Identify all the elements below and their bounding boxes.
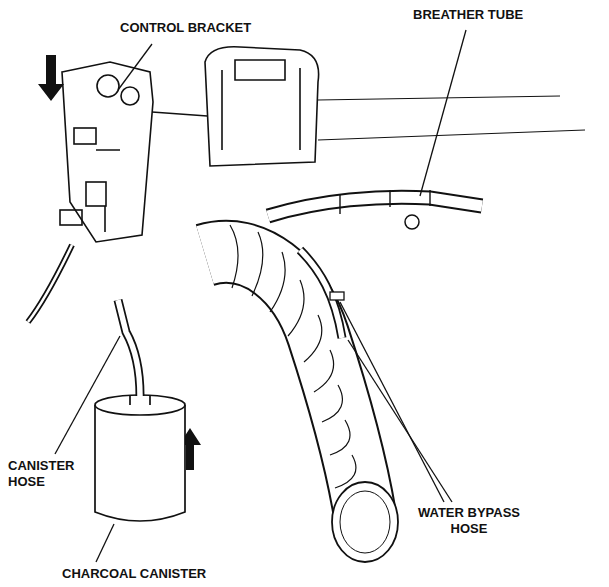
- breather-tube: [268, 190, 482, 229]
- wire-harness: [28, 245, 72, 322]
- leader-line: [55, 336, 120, 454]
- direction-arrow: [38, 55, 201, 470]
- intake-hose: [205, 252, 365, 515]
- control-bracket: [121, 87, 139, 105]
- intake-plenum: [318, 96, 585, 140]
- breather-tube: [268, 197, 482, 216]
- intake-hose: [340, 491, 390, 553]
- canister-hose: [118, 300, 140, 396]
- intake-hose: [332, 482, 398, 562]
- control-bracket: [60, 210, 82, 225]
- part-label: CHARCOAL CANISTER: [60, 566, 208, 582]
- leader-line: [96, 524, 114, 562]
- breather-tube: [268, 197, 482, 216]
- intake-hose: [205, 252, 365, 515]
- leader-line: [55, 30, 466, 562]
- leader-line: [340, 302, 444, 502]
- canister-hose: [118, 300, 140, 396]
- charcoal-canister: [95, 395, 185, 415]
- control-bracket: [97, 75, 119, 97]
- part-label: CANISTER HOSE: [6, 458, 92, 490]
- control-bracket: [62, 62, 153, 242]
- leader-line: [348, 340, 452, 502]
- breather-tube: [340, 190, 430, 214]
- part-label: CONTROL BRACKET: [118, 20, 253, 36]
- breather-tube: [405, 215, 419, 229]
- canister-hose: [118, 300, 140, 396]
- label-slot: BREATHER TUBE: [411, 7, 525, 23]
- label-slot: CANISTER HOSE: [6, 458, 92, 490]
- direction-arrow: [38, 55, 64, 101]
- charcoal-canister: [95, 395, 185, 521]
- intake-hose: [230, 225, 356, 488]
- label-slot: CHARCOAL CANISTER: [60, 566, 208, 582]
- water-bypass-hose: [300, 250, 344, 338]
- intake-hose: [205, 225, 398, 562]
- intake-plenum: [205, 47, 585, 166]
- water-bypass-hose: [330, 292, 344, 300]
- part-label: BREATHER TUBE: [411, 7, 525, 23]
- charcoal-canister: [130, 395, 150, 405]
- control-bracket: [86, 182, 106, 206]
- leader-line: [420, 30, 466, 196]
- control-bracket: [96, 150, 120, 232]
- control-bracket: [74, 128, 96, 144]
- label-slot: CONTROL BRACKET: [118, 20, 253, 36]
- intake-plenum: [235, 60, 285, 80]
- part-label: WATER BYPASS HOSE: [404, 505, 534, 537]
- label-slot: WATER BYPASS HOSE: [404, 505, 534, 537]
- intake-plenum: [205, 47, 319, 166]
- charcoal-canister: [95, 405, 185, 521]
- leader-line: [118, 44, 152, 90]
- wire-harness: [28, 245, 72, 322]
- wire-harness: [28, 245, 72, 322]
